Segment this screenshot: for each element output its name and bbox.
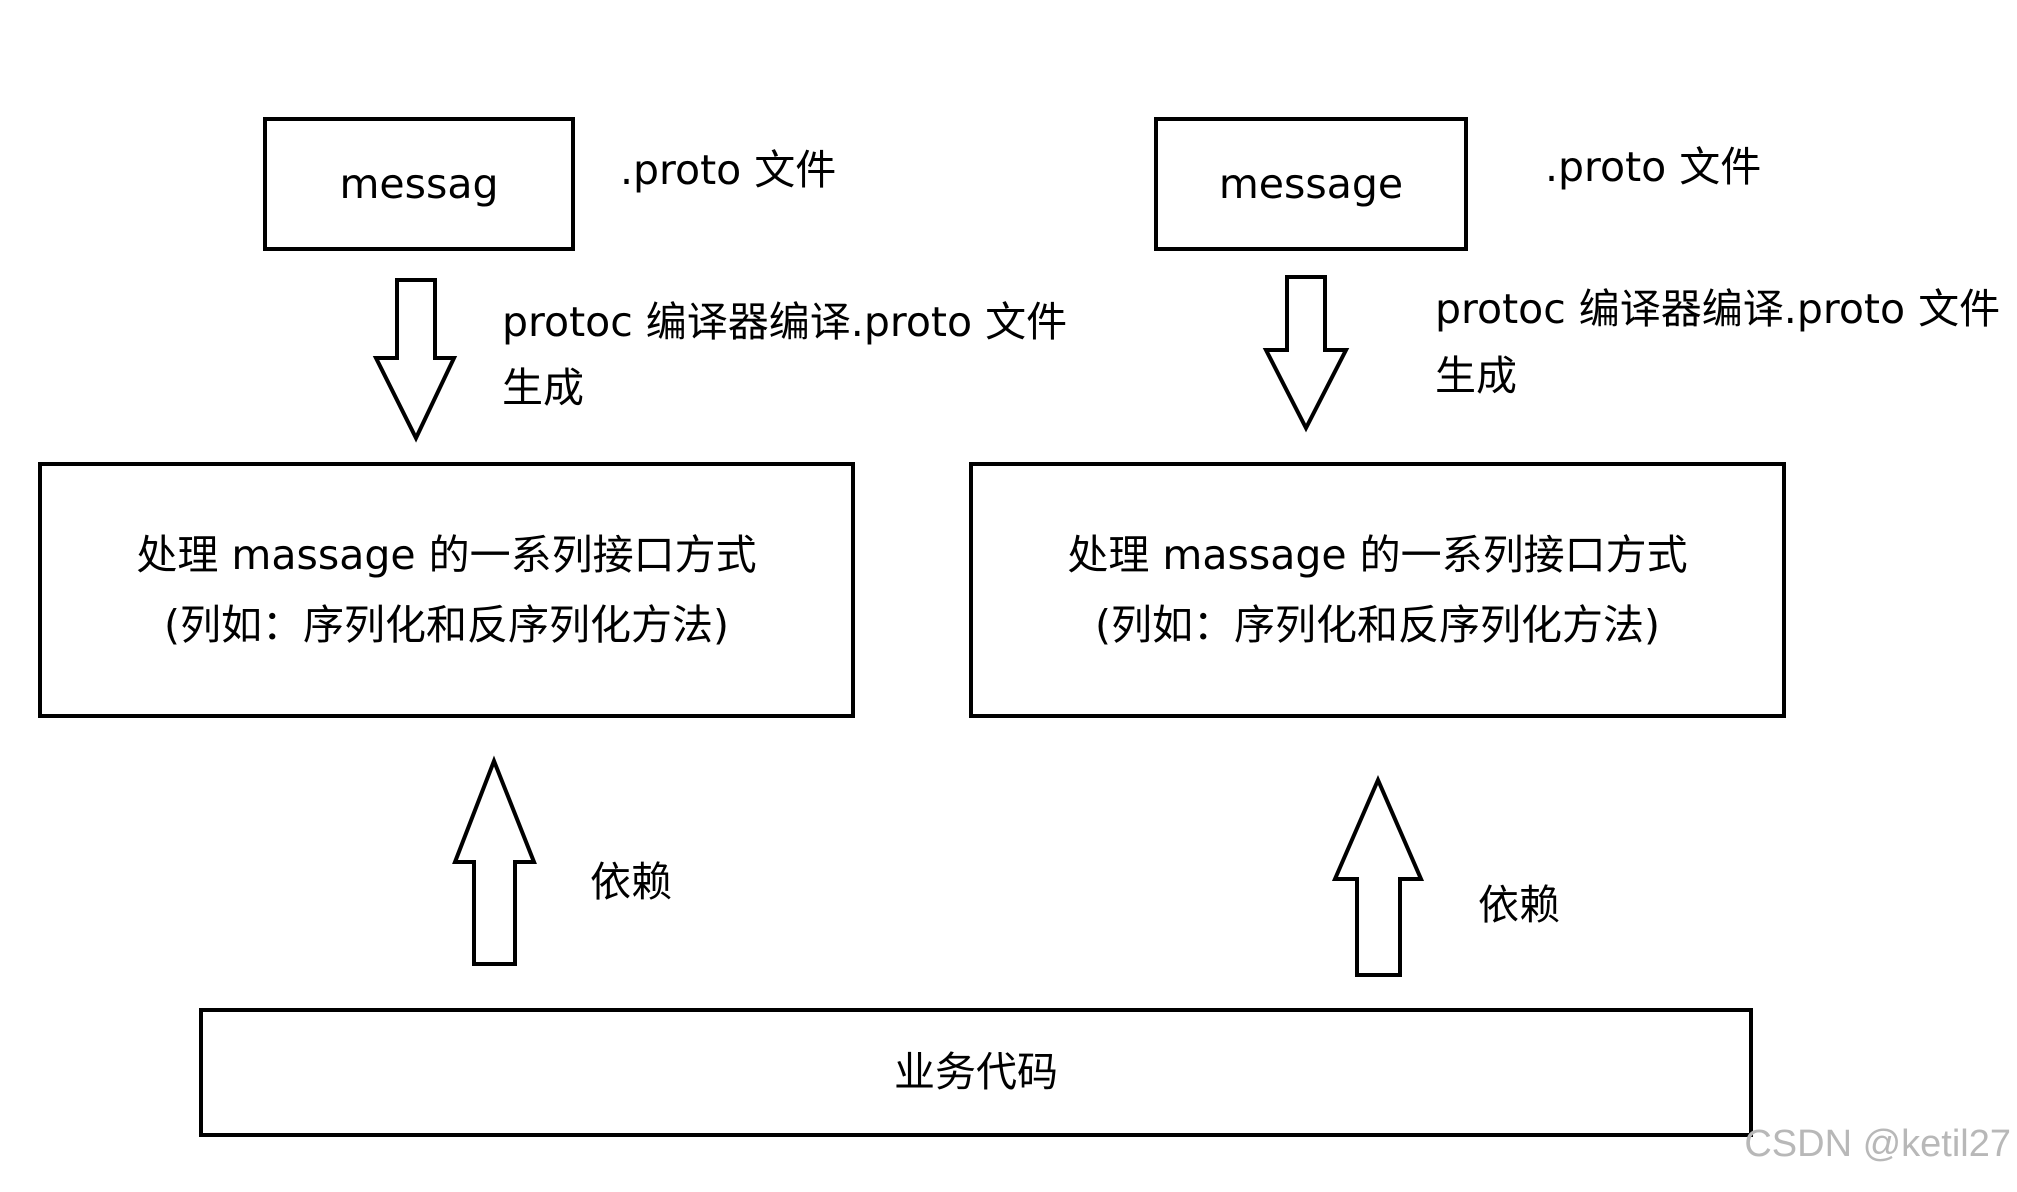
right-message-label: message [1218,159,1404,208]
right-proto-label: .proto 文件 [1545,143,1762,191]
left-compile-label-line2: 生成 [502,364,584,412]
left-compile-label-line1: protoc 编译器编译.proto 文件 [502,298,1068,346]
business-code-label: 业务代码 [894,1048,1058,1096]
right-interface-box: 处理 massage 的一系列接口方式 (列如：序列化和反序列化方法) [969,462,1786,718]
right-message-box: message [1154,117,1468,251]
right-compile-label-line1: protoc 编译器编译.proto 文件 [1435,285,2001,333]
left-interface-box: 处理 massage 的一系列接口方式 (列如：序列化和反序列化方法) [38,462,855,718]
left-interface-line1: 处理 massage 的一系列接口方式 [136,531,757,579]
left-interface-line2: (列如：序列化和反序列化方法) [164,601,729,649]
right-down-arrow [1262,275,1350,433]
right-up-arrow [1331,774,1425,977]
left-up-arrow [452,755,537,966]
left-proto-label: .proto 文件 [620,146,837,194]
right-compile-label-line2: 生成 [1435,352,1517,400]
csdn-watermark: CSDN @ketil27 [1744,1123,2011,1165]
left-message-box: messag [263,117,575,251]
left-depend-label: 依赖 [590,858,672,906]
business-code-box: 业务代码 [199,1008,1753,1137]
right-interface-line1: 处理 massage 的一系列接口方式 [1067,531,1688,579]
right-depend-label: 依赖 [1478,881,1560,929]
left-down-arrow [372,278,458,443]
left-message-label: messag [339,159,499,208]
right-interface-line2: (列如：序列化和反序列化方法) [1095,601,1660,649]
